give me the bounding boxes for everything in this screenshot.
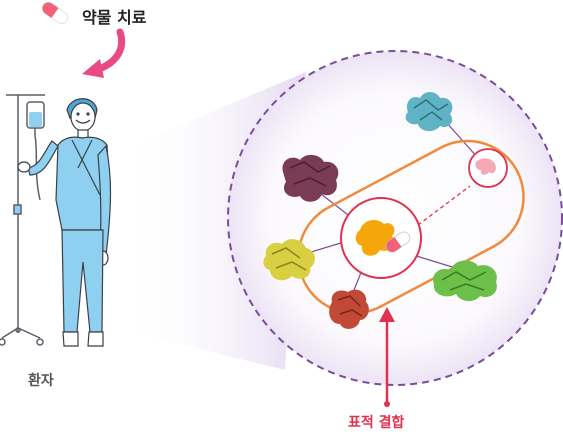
- drug-capsule-icon: [385, 231, 411, 253]
- pill-capsule-icon: [41, 1, 69, 25]
- purple-protein: [282, 154, 339, 202]
- yellow-protein: [263, 239, 315, 281]
- patient-figure: [17, 98, 112, 347]
- drug-treatment-title: 약물 치료: [82, 8, 147, 27]
- receptor-site: [468, 148, 508, 188]
- treatment-arrow: [82, 28, 125, 78]
- red-protein: [329, 289, 369, 329]
- iv-stand: [0, 94, 45, 346]
- drug-binding-site: [340, 197, 422, 279]
- teal-protein: [405, 92, 453, 132]
- green-protein: [433, 260, 497, 302]
- target-binding-label: 표적 결합: [348, 415, 405, 431]
- binding-dashed-line: [417, 185, 471, 226]
- target-binding-arrow: [379, 307, 395, 407]
- patient-label: 환자: [28, 373, 54, 389]
